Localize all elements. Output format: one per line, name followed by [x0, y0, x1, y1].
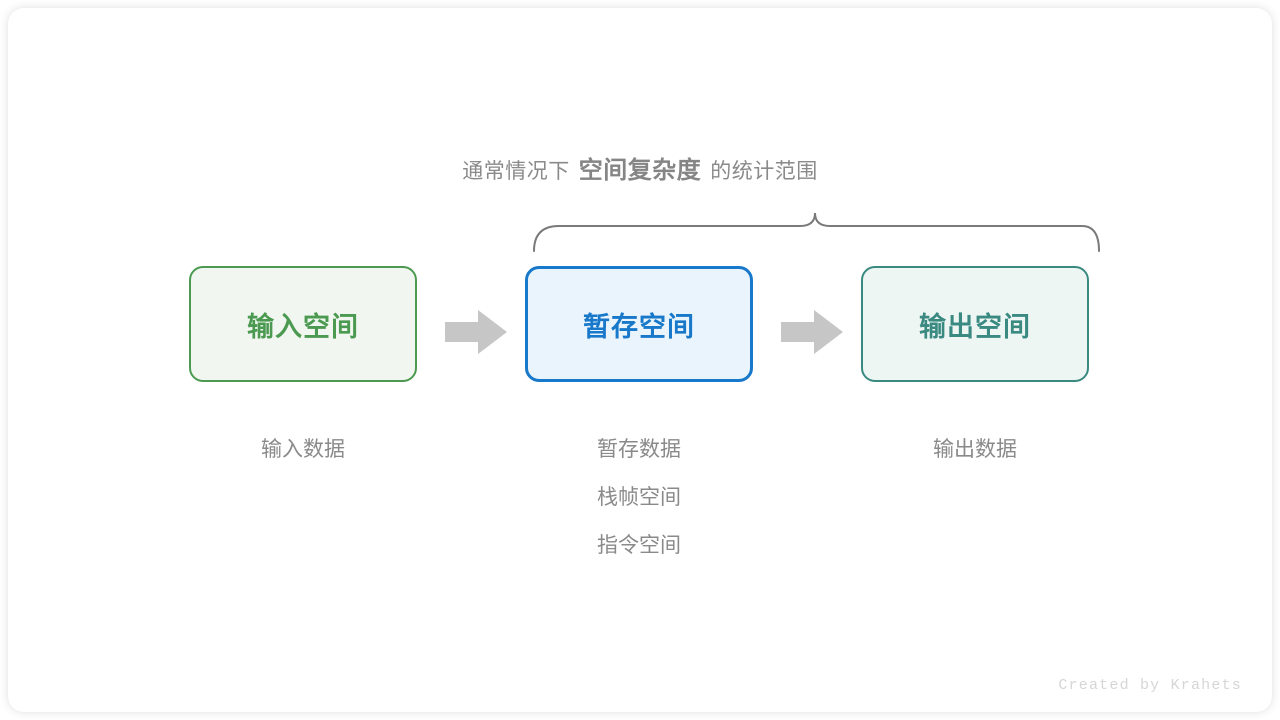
box-temp-space-label: 暂存空间 [583, 311, 695, 342]
box-input-space-label: 输入空间 [247, 311, 359, 342]
caption-text: 指令空间 [597, 534, 681, 557]
arrow-right-icon [445, 310, 507, 354]
box-output-space-label: 输出空间 [919, 311, 1031, 342]
brace-label-suffix: 的统计范围 [710, 160, 818, 183]
diagram-canvas: 通常情况下空间复杂度的统计范围 输入空间 暂存空间 输出空间 输入数据 暂存数据… [8, 8, 1272, 712]
brace-annotation-label: 通常情况下空间复杂度的统计范围 [8, 150, 1272, 185]
caption-group-input: 输入数据 [189, 426, 417, 474]
caption-text: 输入数据 [261, 438, 345, 461]
box-input-space[interactable]: 输入空间 [189, 266, 417, 382]
brace-label-emphasis: 空间复杂度 [578, 157, 702, 184]
brace-label-prefix: 通常情况下 [462, 160, 570, 183]
statistical-scope-brace [533, 212, 1100, 252]
box-output-space[interactable]: 输出空间 [861, 266, 1089, 382]
footer-credit: Created by Krahets [1058, 677, 1242, 694]
caption-text: 输出数据 [933, 438, 1017, 461]
caption-text: 栈帧空间 [597, 486, 681, 509]
box-temp-space[interactable]: 暂存空间 [525, 266, 753, 382]
caption-group-temp: 暂存数据 栈帧空间 指令空间 [525, 426, 753, 570]
caption-text: 暂存数据 [597, 438, 681, 461]
arrow-right-icon [781, 310, 843, 354]
caption-group-output: 输出数据 [861, 426, 1089, 474]
